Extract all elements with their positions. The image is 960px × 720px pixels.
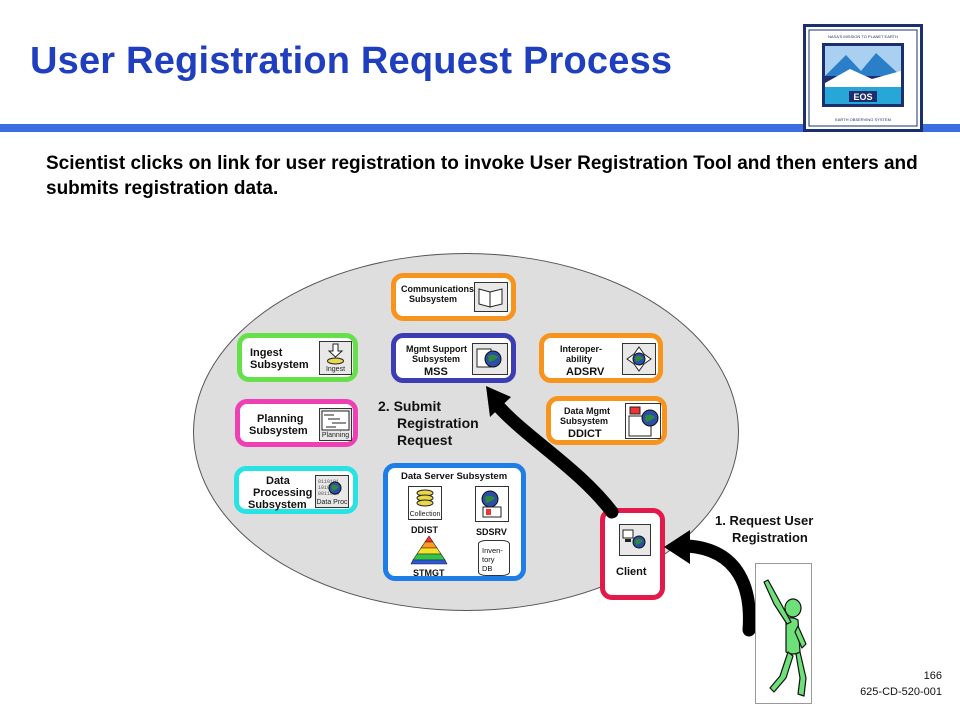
processing-label-3: Subsystem — [248, 499, 307, 511]
processing-label-2: Processing — [253, 487, 313, 499]
ingest-label-2: Subsystem — [250, 359, 309, 371]
description-text: Scientist clicks on link for user regist… — [46, 153, 918, 199]
sdsrv-label: SDSRV — [476, 527, 507, 537]
planning-chart-icon: Planning — [319, 408, 352, 441]
planning-label-2: Subsystem — [249, 425, 308, 437]
book-icon — [474, 282, 508, 312]
processing-icon-caption: Data Proc — [316, 499, 348, 506]
title-underline — [0, 124, 960, 132]
mss-label-2: Subsystem — [412, 354, 461, 364]
arrow-head-to-client — [664, 530, 690, 564]
interop-icon — [622, 343, 656, 375]
mss-label-3: MSS — [424, 366, 448, 378]
interop-label-1: Interoper- — [560, 344, 603, 354]
inventory-label-1: Inven- — [482, 546, 503, 555]
interop-subsystem-box: Interoper- ability ADSRV — [539, 333, 663, 383]
ddist-label: DDIST — [411, 525, 438, 535]
planning-label-1: Planning — [257, 413, 304, 425]
arrow-request-user-registration — [681, 539, 756, 637]
mss-subsystem-box: Mgmt Support Subsystem MSS — [391, 333, 516, 383]
planning-icon-caption: Planning — [321, 432, 350, 439]
eos-logo-graphic: EOS NASA'S MISSION TO PLANET EARTH EARTH… — [808, 29, 918, 127]
planning-subsystem-box: Planning Subsystem Planning — [235, 399, 358, 447]
page-number: 166 — [923, 670, 942, 682]
ingest-icon-caption: Ingest — [325, 366, 346, 373]
scientist-figure — [755, 563, 812, 704]
arrow-submit-registration-request — [493, 401, 619, 519]
step1-label-2: Registration — [732, 530, 808, 545]
ingest-icon: Ingest — [319, 341, 352, 375]
scientist-icon — [763, 579, 807, 697]
datamgmt-subsystem-box: Data Mgmt Subsystem DDICT — [546, 396, 667, 445]
client-label: Client — [616, 566, 647, 578]
datamgmt-globe-icon — [625, 403, 661, 439]
inventory-label-2: tory — [482, 555, 495, 564]
stmgt-pyramid-icon — [410, 535, 448, 565]
svg-text:0011010: 0011010 — [318, 491, 339, 497]
communications-subsystem-box: Communications Subsystem — [391, 273, 516, 321]
dataserver-subsystem-box: Data Server Subsystem Collection DDIST S… — [383, 463, 526, 581]
ingest-subsystem-box: Ingest Subsystem Ingest — [237, 333, 358, 382]
logo-eos-text: EOS — [853, 92, 872, 102]
stmgt-label: STMGT — [413, 568, 445, 578]
ingest-label-1: Ingest — [250, 347, 283, 359]
mss-label-1: Mgmt Support — [406, 344, 467, 354]
step2-label-1: 2. Submit — [378, 398, 442, 414]
step2-label-2: Registration — [397, 415, 479, 431]
eos-logo: EOS NASA'S MISSION TO PLANET EARTH EARTH… — [803, 24, 923, 132]
processing-icon: 011010110100110011010 Data Proc — [315, 475, 349, 508]
interop-label-2: ability — [566, 354, 593, 364]
collection-caption: Collection — [409, 511, 441, 518]
datamgmt-label-2: Subsystem — [560, 416, 609, 426]
logo-top-text: NASA'S MISSION TO PLANET EARTH — [828, 34, 898, 39]
client-workstation-icon — [619, 524, 651, 556]
client-box: Client — [600, 508, 665, 600]
processing-subsystem-box: Data Processing Subsystem 01101011010011… — [234, 466, 358, 514]
mss-globe-icon — [472, 343, 508, 375]
dataserver-title: Data Server Subsystem — [401, 471, 508, 482]
arrow-head-to-mss — [486, 386, 511, 417]
logo-bottom-text: EARTH OBSERVING SYSTEM — [835, 117, 891, 122]
inventory-label-3: DB — [482, 564, 493, 573]
comm-label-1: Communications — [401, 284, 475, 294]
datamgmt-label-1: Data Mgmt — [564, 406, 611, 416]
inventory-db-icon: Inven- tory DB — [478, 540, 510, 576]
step2-label-3: Request — [397, 432, 453, 448]
sdsrv-globe-icon — [475, 486, 509, 522]
document-number: 625-CD-520-001 — [860, 686, 942, 698]
comm-label-2: Subsystem — [409, 294, 458, 304]
datamgmt-label-3: DDICT — [568, 428, 602, 440]
interop-label-3: ADSRV — [566, 366, 605, 378]
page-title: User Registration Request Process — [30, 40, 673, 82]
step1-label-1: 1. Request User — [715, 513, 814, 528]
processing-label-1: Data — [266, 475, 290, 487]
collection-icon: Collection — [408, 486, 442, 520]
svg-text:0110101: 0110101 — [318, 479, 339, 485]
